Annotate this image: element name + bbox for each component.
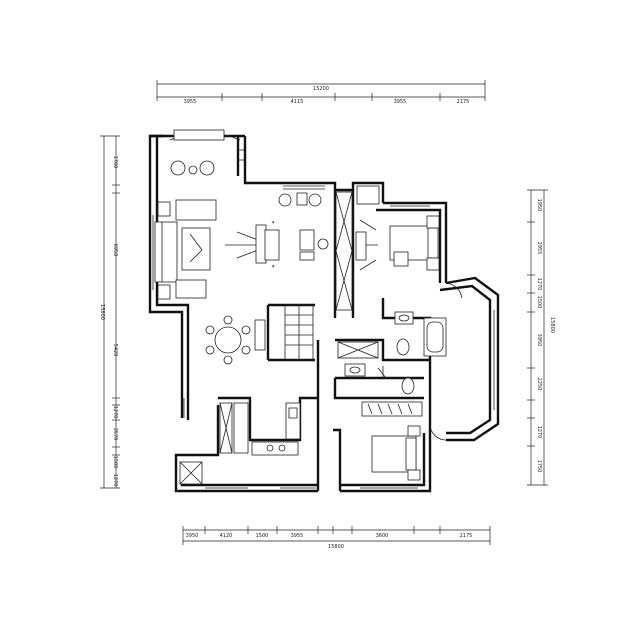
side-table bbox=[157, 201, 171, 217]
windows bbox=[152, 185, 495, 489]
right-dim-6: 2250 bbox=[536, 378, 542, 391]
chair bbox=[278, 193, 292, 207]
coffee-table bbox=[181, 227, 211, 271]
toilet bbox=[401, 377, 415, 395]
nightstand bbox=[407, 469, 421, 481]
door-swing bbox=[445, 282, 463, 299]
tv-unit bbox=[264, 229, 280, 261]
armchair bbox=[175, 199, 217, 221]
left-dim-1: 1700 bbox=[112, 156, 118, 169]
door-swing bbox=[429, 424, 447, 441]
balcony-furniture bbox=[169, 129, 245, 176]
top-dim-2: 4115 bbox=[291, 99, 304, 105]
right-dimension: 15800 1950 2955 1270 1500 3950 2250 1270… bbox=[527, 189, 555, 486]
bottom-dim-4: 3955 bbox=[291, 533, 304, 539]
left-dim-3: 5420 bbox=[112, 344, 118, 357]
rug-pattern bbox=[189, 233, 203, 263]
desk bbox=[299, 229, 315, 251]
wardrobe bbox=[361, 401, 423, 417]
armchair bbox=[393, 251, 409, 267]
left-dimension: 15800 1700 6950 5420 1270 3570 1500 1270 bbox=[99, 135, 120, 489]
right-dim-2: 2955 bbox=[536, 242, 542, 255]
desk-chair bbox=[317, 238, 329, 250]
top-dim-4: 2175 bbox=[457, 99, 470, 105]
sink bbox=[288, 407, 298, 419]
top-dim-3: 3955 bbox=[394, 99, 407, 105]
bottom-overall-dim: 15800 bbox=[328, 544, 344, 550]
lounge-chair bbox=[199, 160, 215, 176]
bottom-dim-1: 3950 bbox=[186, 533, 199, 539]
toilet bbox=[396, 338, 410, 356]
tv-cabinet bbox=[355, 231, 367, 261]
right-dim-5: 3950 bbox=[536, 334, 542, 347]
counter bbox=[233, 402, 249, 454]
left-dim-7: 1270 bbox=[112, 474, 118, 487]
bathroom bbox=[337, 311, 447, 395]
bottom-dim-6: 2175 bbox=[460, 533, 473, 539]
bottom-dim-2: 4120 bbox=[220, 533, 233, 539]
master-bedroom bbox=[355, 215, 463, 299]
nightstand bbox=[426, 215, 440, 229]
dining-table bbox=[214, 326, 242, 354]
sideboard bbox=[254, 319, 266, 351]
dining-area bbox=[205, 315, 266, 365]
bottom-dim-3: 1500 bbox=[256, 533, 269, 539]
left-dim-2: 6950 bbox=[112, 244, 118, 257]
armchair bbox=[175, 279, 207, 299]
living-room: ✶ ✶ bbox=[154, 199, 280, 300]
sofa bbox=[154, 221, 178, 283]
tv-cabinet bbox=[255, 224, 267, 264]
second-bedroom bbox=[361, 401, 447, 481]
left-dim-4: 1270 bbox=[112, 406, 118, 419]
top-dimension: 15200 3955 4115 3955 2175 bbox=[156, 80, 486, 105]
kitchen bbox=[179, 398, 301, 485]
storage-cabinet bbox=[356, 185, 380, 205]
right-dim-8: 1750 bbox=[536, 460, 542, 473]
right-dim-3: 1270 bbox=[536, 278, 542, 291]
chair bbox=[308, 193, 322, 207]
staircase bbox=[284, 304, 314, 361]
svg-text:✶: ✶ bbox=[271, 264, 275, 270]
wardrobe-column bbox=[335, 185, 380, 311]
top-dim-1: 3955 bbox=[184, 99, 197, 105]
left-dim-6: 1500 bbox=[112, 456, 118, 469]
top-overall-dim: 15200 bbox=[313, 86, 329, 92]
right-dim-7: 1270 bbox=[536, 426, 542, 439]
right-dim-1: 1950 bbox=[536, 199, 542, 212]
lounge-chair bbox=[170, 160, 186, 176]
svg-text:✶: ✶ bbox=[271, 220, 275, 226]
nightstand bbox=[407, 425, 421, 437]
left-dim-5: 3570 bbox=[112, 428, 118, 441]
nightstand bbox=[426, 257, 440, 271]
stove-counter bbox=[251, 441, 299, 456]
bottom-dimension: 3950 4120 1500 3955 3600 2175 15800 bbox=[182, 526, 491, 550]
right-overall-dim: 15800 bbox=[549, 317, 555, 333]
study-area bbox=[278, 192, 329, 261]
right-dim-4: 1500 bbox=[536, 296, 542, 309]
side-table bbox=[157, 284, 171, 300]
left-overall-dim: 15800 bbox=[99, 304, 105, 320]
bottom-dim-5: 3600 bbox=[376, 533, 389, 539]
